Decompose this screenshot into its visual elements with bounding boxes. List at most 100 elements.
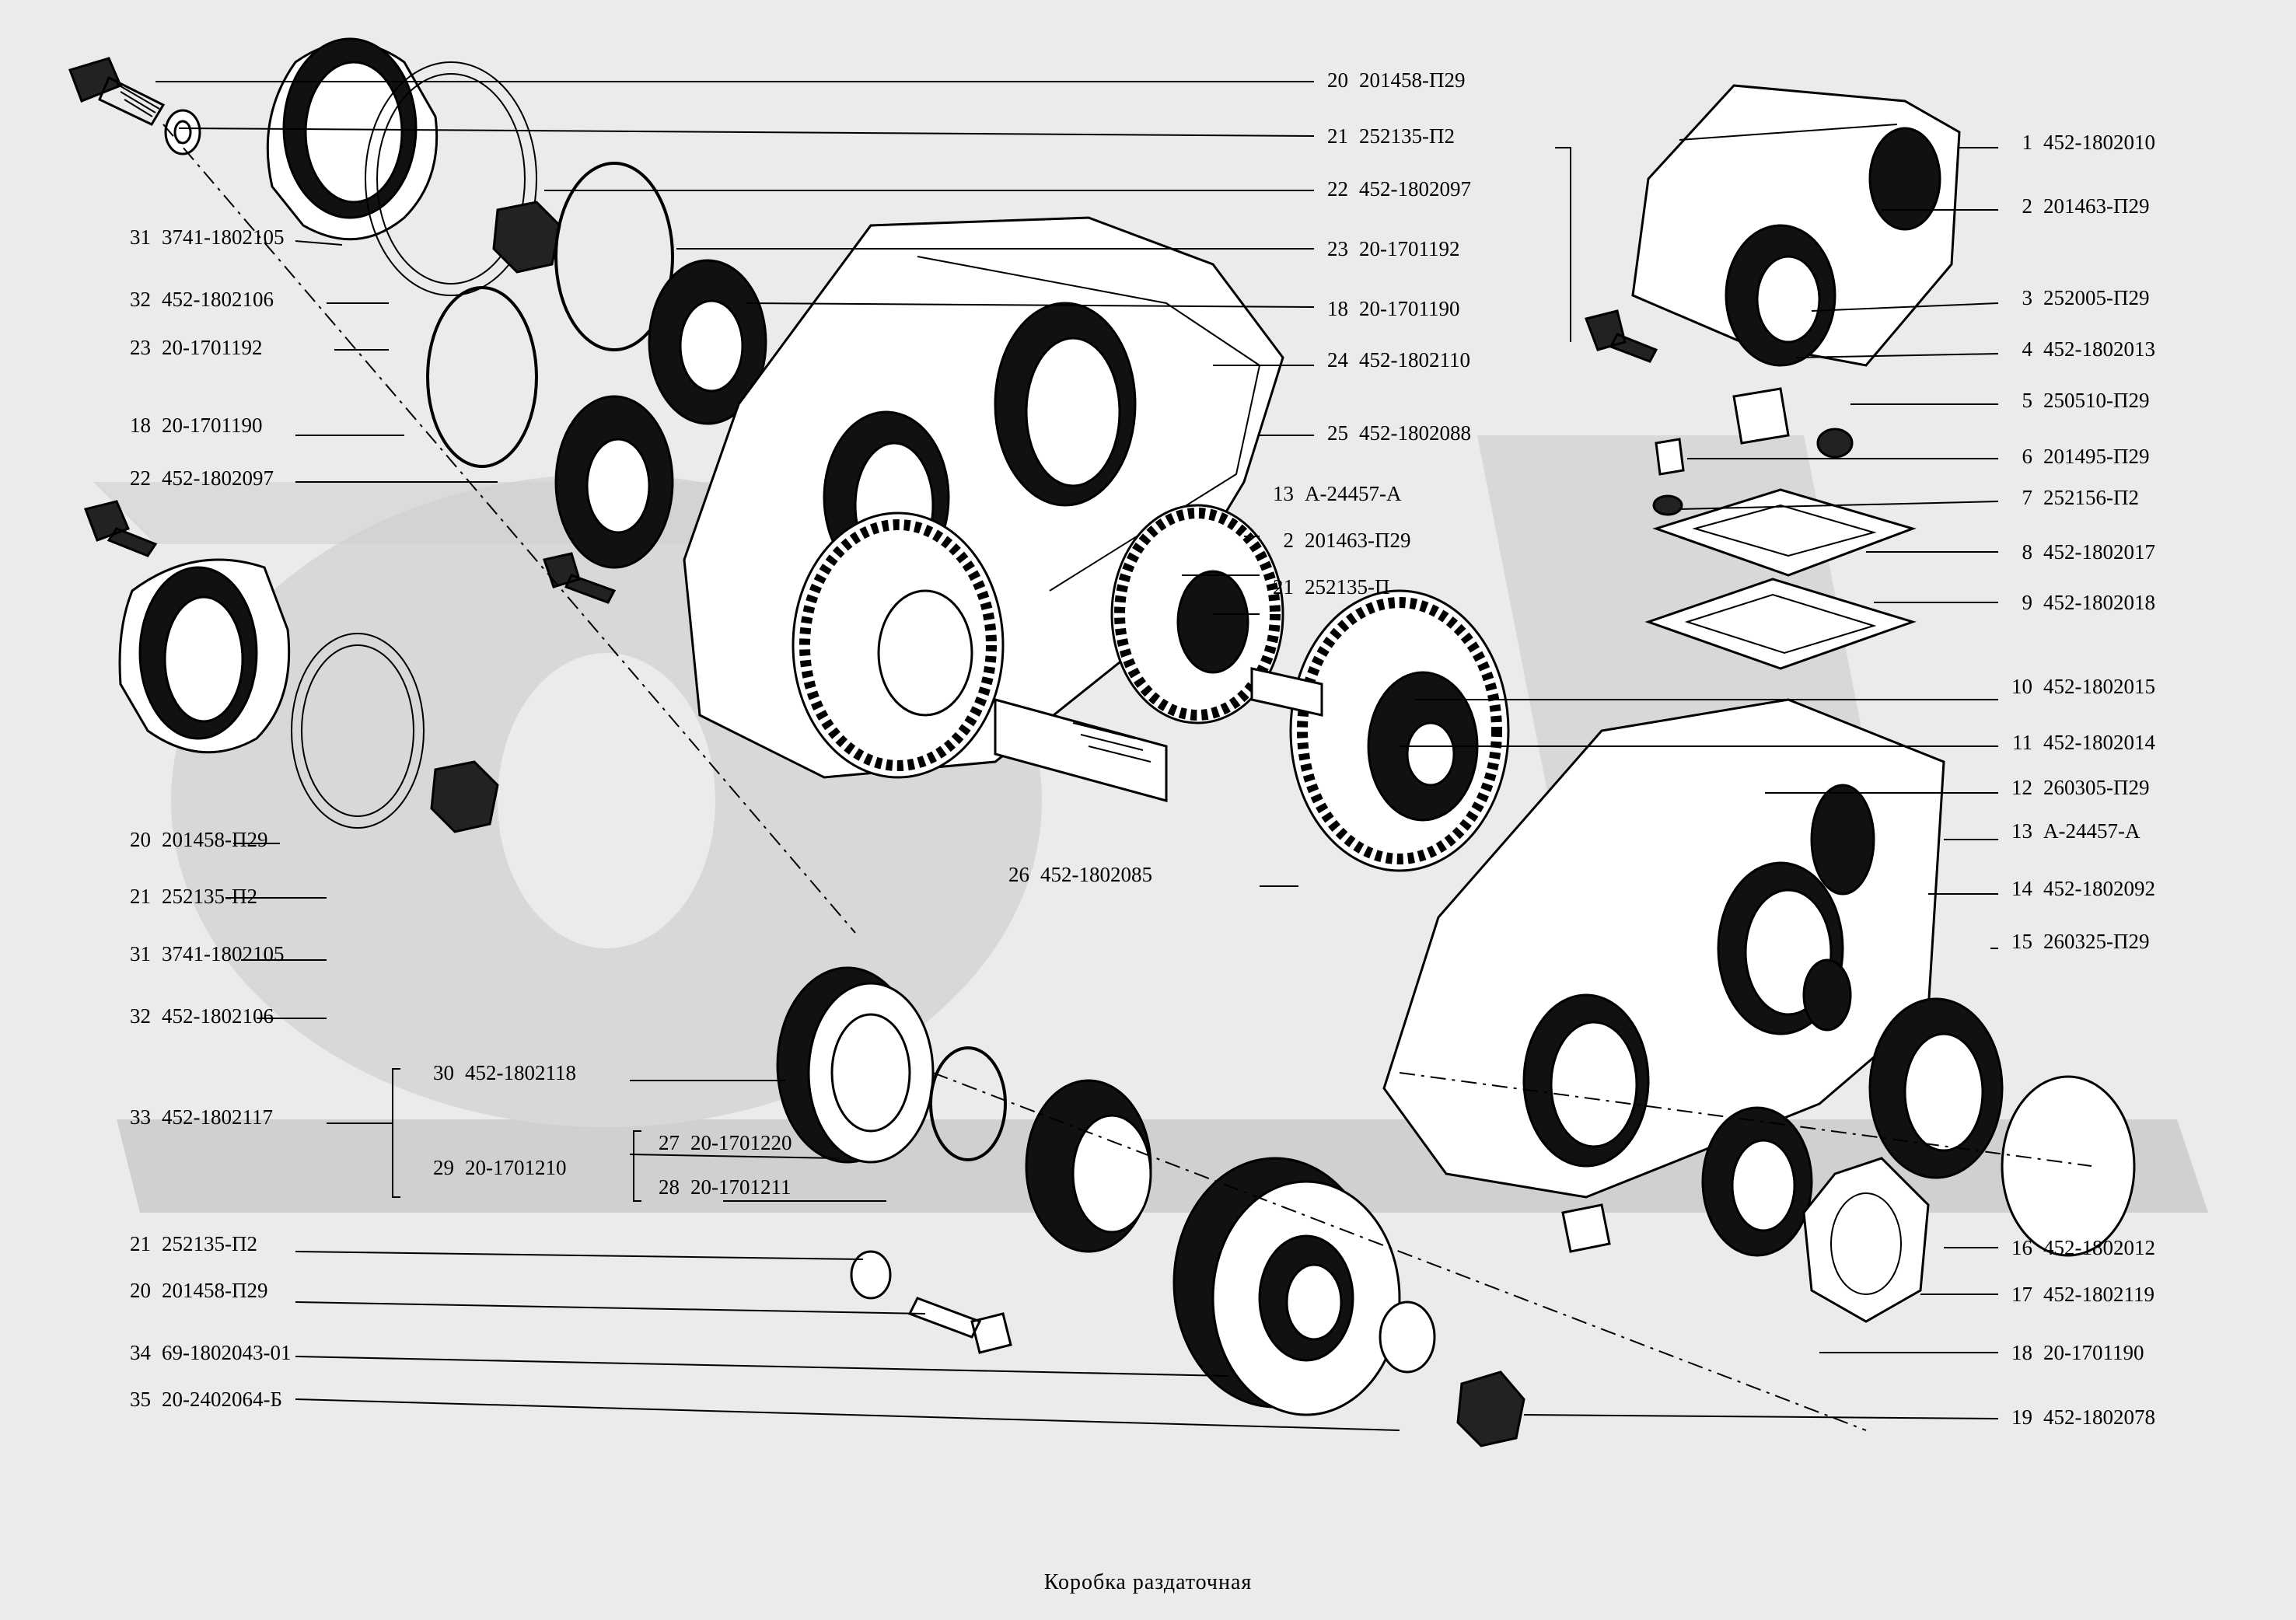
- callout-number: 18: [1327, 297, 1348, 320]
- callout-code: 20-1701190: [2043, 1341, 2144, 1364]
- callout-code: 452-1802097: [1359, 177, 1471, 201]
- callout-number: 30: [433, 1061, 454, 1084]
- callout-code: 252156-П2: [2043, 486, 2139, 509]
- flange-cover-icon: [266, 37, 439, 241]
- callout-2-top: 2 201463-П29: [1260, 529, 1411, 552]
- callout-number: 21: [130, 885, 151, 908]
- callout-code: 452-1802015: [2043, 675, 2155, 698]
- nut-icon: [492, 201, 561, 274]
- callout-6: 6 201495-П29: [1998, 445, 2150, 468]
- callout-number: 28: [659, 1175, 680, 1199]
- callout-number: 2: [1283, 529, 1295, 552]
- small-gasket-icon: [1802, 1157, 1930, 1323]
- seal-housing-icon: [776, 966, 935, 1164]
- callout-number: 20: [130, 1279, 151, 1302]
- callout-code: 201458-П29: [1359, 68, 1466, 92]
- cover-disc-icon: [2001, 1075, 2136, 1257]
- callout-number: 17: [2011, 1283, 2032, 1306]
- callout-number: 21: [1273, 575, 1294, 599]
- plug-icon: [1655, 438, 1685, 476]
- callout-code: 452-1802018: [2043, 591, 2155, 614]
- callout-code: А-24457-А: [2043, 819, 2140, 843]
- callout-code: 20-1701192: [1359, 237, 1460, 260]
- callout-code: 452-1802117: [162, 1105, 273, 1129]
- callout-number: 32: [130, 1004, 151, 1028]
- bearing-icon: [1025, 1079, 1152, 1253]
- gasket-icon: [365, 61, 537, 296]
- washer-icon: [164, 109, 201, 155]
- callout-1: 1 452-1802010: [1998, 131, 2156, 154]
- callout-code: 452-1802106: [162, 1004, 274, 1028]
- callout-code: 20-1701220: [690, 1131, 792, 1154]
- callout-code: 260305-П29: [2043, 776, 2150, 799]
- shaft-icon: [994, 698, 1168, 802]
- seal-ring-icon: [929, 1046, 1007, 1161]
- callout-number: 9: [2022, 591, 2033, 614]
- callout-code: 250510-П29: [2043, 389, 2150, 412]
- callout-18: 18 20-1701190: [1998, 1341, 2144, 1364]
- callout-number: 4: [2022, 337, 2033, 361]
- callout-number: 6: [2022, 445, 2033, 468]
- left-flange-icon: [118, 558, 425, 829]
- callout-code: 201495-П29: [2043, 445, 2150, 468]
- callout-number: 3: [2022, 286, 2033, 309]
- callout-20-low: 20 201458-П29: [117, 1279, 268, 1302]
- callout-number: 31: [130, 225, 151, 249]
- callout-code: 452-1802097: [162, 466, 274, 490]
- callout-code: 201458-П29: [162, 828, 268, 851]
- callout-code: 201463-П29: [1305, 529, 1411, 552]
- callout-number: 18: [130, 414, 151, 437]
- callout-number: 22: [130, 466, 151, 490]
- callout-code: 452-1802012: [2043, 1236, 2155, 1259]
- callout-code: 201458-П29: [162, 1279, 268, 1302]
- callout-code: 252005-П29: [2043, 286, 2150, 309]
- callout-code: А-24457-А: [1305, 482, 1402, 505]
- callout-code: 20-1701190: [162, 414, 263, 437]
- callout-9: 9 452-1802018: [1998, 591, 2156, 614]
- callout-number: 16: [2011, 1236, 2032, 1259]
- callout-number: 31: [130, 942, 151, 965]
- callout-number: 25: [1327, 421, 1348, 445]
- callout-number: 20: [130, 828, 151, 851]
- top-right-housing-icon: [1631, 84, 1961, 367]
- sleeve-icon: [1732, 387, 1790, 445]
- callout-code: 69-1802043-01: [162, 1341, 292, 1364]
- washer-icon: [1652, 494, 1683, 516]
- callout-code: 252135-П: [1305, 575, 1390, 599]
- callout-number: 8: [2022, 540, 2033, 564]
- callout-number: 11: [2012, 731, 2032, 754]
- callout-number: 22: [1327, 177, 1348, 201]
- callout-code: 452-1802010: [2043, 131, 2155, 154]
- callout-number: 1: [2022, 131, 2033, 154]
- callout-code: 252135-П2: [1359, 124, 1455, 148]
- callout-number: 18: [2011, 1341, 2032, 1364]
- callout-code: 452-1802106: [162, 288, 274, 311]
- callout-code: 20-1701211: [690, 1175, 792, 1199]
- callout-21-top-b: 21 252135-П: [1260, 575, 1390, 599]
- seal-icon: [1816, 428, 1854, 459]
- callout-22-top: 22 452-1802097: [1314, 177, 1471, 201]
- callout-code: 452-1802110: [1359, 348, 1470, 372]
- callout-code: 452-1802017: [2043, 540, 2155, 564]
- callout-code: 3741-1802105: [162, 225, 285, 249]
- callout-number: 14: [2011, 877, 2032, 900]
